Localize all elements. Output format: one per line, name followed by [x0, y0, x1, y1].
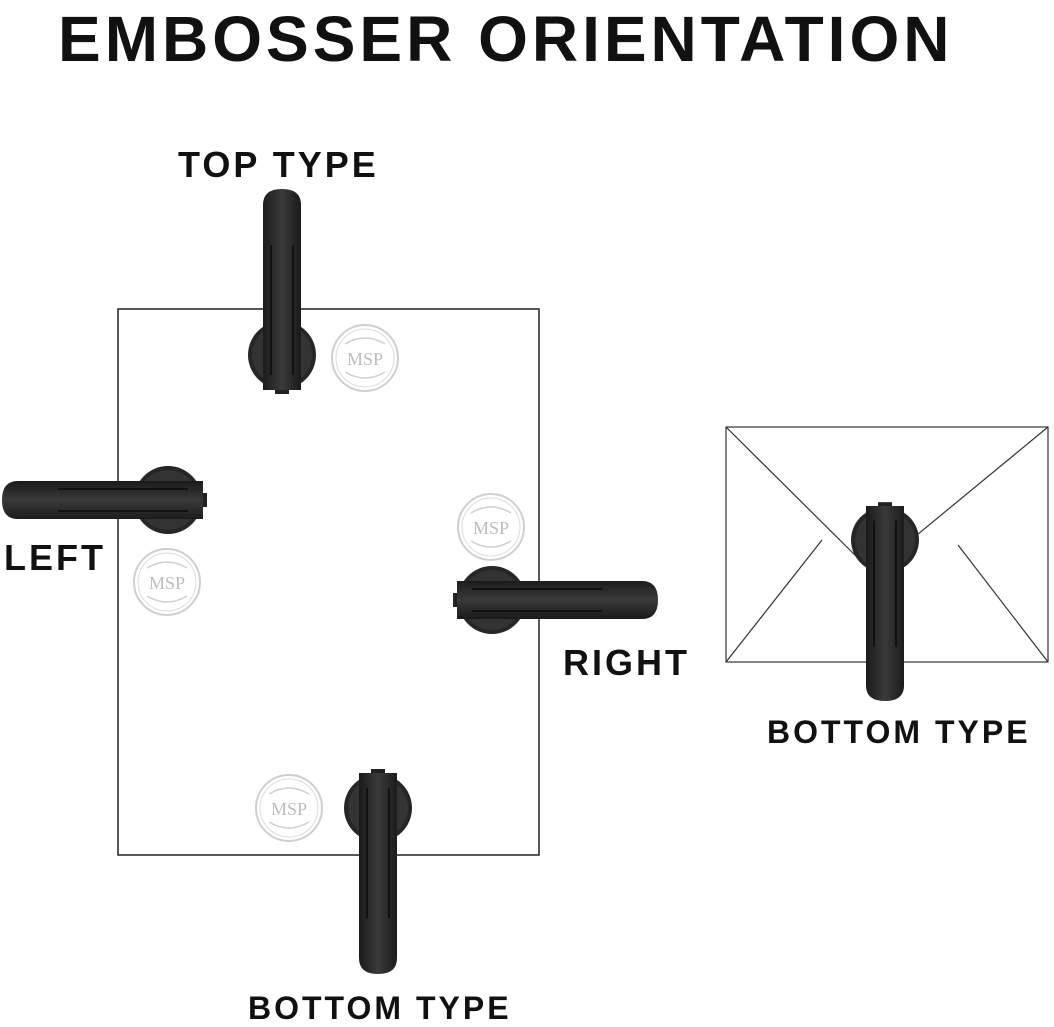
embosser-right [452, 565, 659, 635]
seal-text: MSP [271, 799, 307, 819]
seal-left: MSP [133, 548, 201, 616]
label-envelope-bottom-type: BOTTOM TYPE [767, 714, 1031, 750]
page-title: EMBOSSER ORIENTATION [58, 3, 954, 75]
seal-bottom: MSP [255, 774, 323, 842]
label-top-type: TOP TYPE [178, 144, 379, 185]
label-right: RIGHT [563, 642, 690, 683]
seal-text: MSP [347, 349, 383, 369]
label-left: LEFT [4, 537, 106, 578]
embosser-top [247, 188, 317, 395]
seal-text: MSP [473, 518, 509, 538]
embosser-envelope [850, 501, 920, 703]
seal-top: MSP [331, 324, 399, 392]
embosser-bottom [343, 768, 413, 975]
label-bottom-type: BOTTOM TYPE [248, 990, 512, 1026]
seal-text: MSP [149, 573, 185, 593]
seal-right: MSP [457, 493, 525, 561]
embosser-left [1, 465, 208, 535]
